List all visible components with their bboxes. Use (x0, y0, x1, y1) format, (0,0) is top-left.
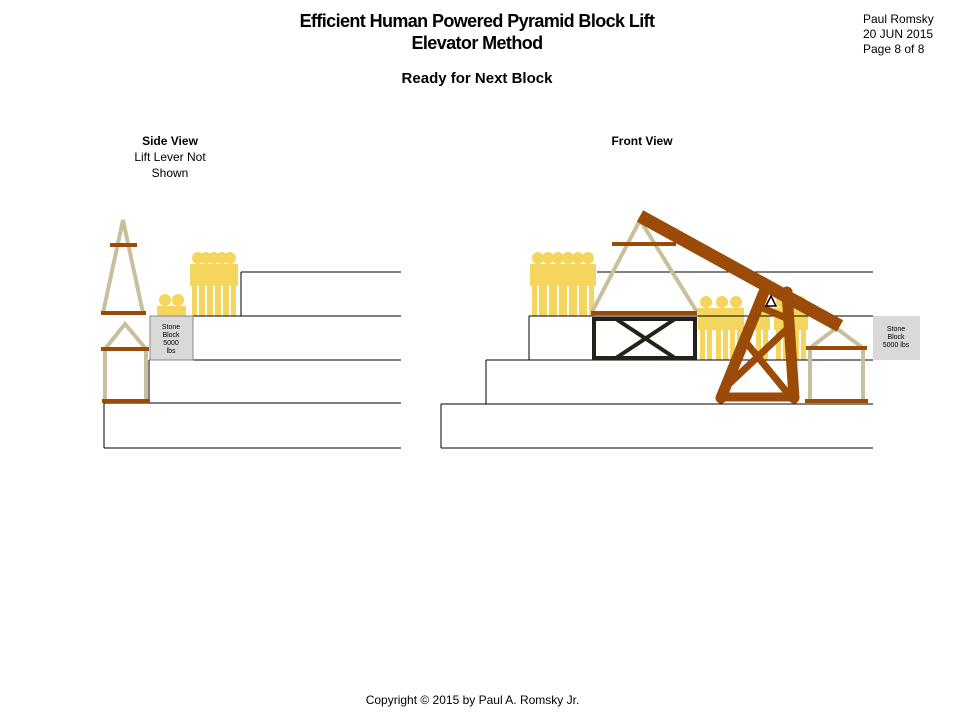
side-view-title: Side View (142, 134, 198, 148)
side-lower-frame (101, 320, 150, 403)
front-right-frame (805, 325, 868, 403)
side-upper-frame (101, 219, 146, 315)
title-line-2: Elevator Method (411, 33, 543, 53)
subtitle: Ready for Next Block (401, 70, 553, 87)
person-figure (222, 252, 238, 316)
lift-lever-beam (636, 210, 844, 332)
copyright: Copyright © 2015 by Paul A. Romsky Jr. (365, 693, 580, 707)
side-view-label: Side View Lift Lever Not Shown (100, 133, 240, 181)
side-view-note-1: Lift Lever Not (134, 150, 206, 164)
person-figure (580, 252, 596, 316)
person-figure (698, 296, 714, 360)
front-block-label-1: Stone (887, 326, 905, 333)
side-view-steps (103, 271, 401, 449)
date: 20 JUN 2015 (863, 27, 934, 41)
person-figure (714, 296, 730, 360)
fulcrum-icon (764, 294, 778, 307)
author-block: Paul Romsky 20 JUN 2015 Page 8 of 8 (863, 12, 934, 57)
side-block-label-3: 5000 (163, 340, 179, 347)
side-block-label-1: Stone (162, 324, 180, 331)
front-view-title: Front View (611, 134, 673, 148)
side-block-label-4: lbs (167, 348, 176, 355)
people-layer (157, 252, 808, 360)
front-block-label-2: Block (887, 334, 905, 341)
side-view-note-2: Shown (151, 166, 189, 180)
crate (592, 317, 697, 360)
page-number: Page 8 of 8 (863, 42, 925, 56)
front-block-label-3: 5000 lbs (883, 342, 910, 349)
side-block-label-2: Block (162, 332, 180, 339)
side-stone-block (149, 315, 194, 361)
front-stone-block (873, 316, 920, 360)
lift-tower (715, 286, 800, 404)
author: Paul Romsky (863, 12, 934, 26)
page-title: Efficient Human Powered Pyramid Block Li… (0, 10, 954, 54)
title-line-1: Efficient Human Powered Pyramid Block Li… (299, 11, 655, 31)
